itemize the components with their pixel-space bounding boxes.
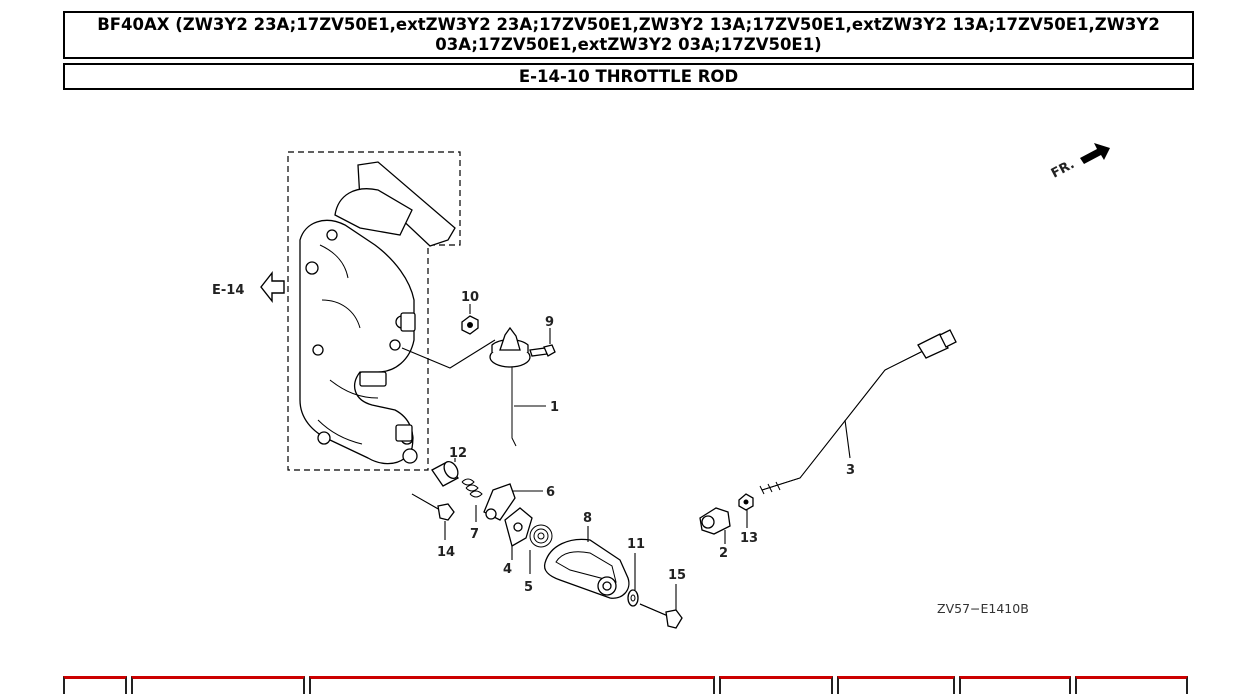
part-3-throttle-rod[interactable] [759,329,957,495]
intake-manifold[interactable] [299,161,456,465]
section-title: E-14-10 THROTTLE ROD [518,67,739,86]
section-reference-label: E-14 [212,283,244,298]
table-header-cell [719,676,833,694]
section-header: E-14-10 THROTTLE ROD [63,63,1194,90]
callout-1: 1 [550,400,559,415]
table-header-cell [309,676,715,694]
part-11-washer[interactable] [627,553,639,607]
part-8-throttle-lever[interactable] [543,526,630,599]
callout-14: 14 [437,545,455,560]
table-header-cell [131,676,305,694]
table-header-cell [959,676,1071,694]
parts-diagram: E-14 FR. 1 10 [212,143,1110,629]
part-15-bolt[interactable] [639,584,683,629]
callout-7: 7 [470,527,479,542]
parts-table-header [63,676,1196,694]
section-reference[interactable]: E-14 [212,270,285,304]
part-12-collar[interactable] [431,458,461,487]
part-13-nut[interactable] [738,493,754,528]
part-14-bolt[interactable] [411,493,455,540]
drawing-code: ZV57−E1410B [937,601,1029,616]
part-7-spring[interactable] [461,478,483,522]
part-5-return-spring[interactable] [529,524,553,574]
part-10-nut[interactable] [461,304,479,335]
callout-8: 8 [583,511,592,526]
arrow-left-icon [260,270,285,304]
callout-6: 6 [546,485,555,500]
table-header-cell [837,676,955,694]
callout-4: 4 [503,562,512,577]
callout-15: 15 [668,568,686,583]
callout-11: 11 [627,537,645,552]
callout-9: 9 [545,315,554,330]
callout-5: 5 [524,580,533,595]
part-1-link-line [401,339,496,369]
arrow-forward-icon [1080,143,1110,164]
part-4-link-plate[interactable] [504,507,533,560]
table-header-cell [1075,676,1188,694]
front-label: FR. [1049,157,1077,182]
table-header-cell [63,676,127,694]
callout-12: 12 [449,446,467,461]
engine-outline [287,151,461,471]
callout-10: 10 [461,290,479,305]
callout-3: 3 [846,463,855,478]
part-9-bolt[interactable] [529,328,556,357]
part-6-throttle-arm[interactable] [483,483,543,521]
front-indicator: FR. [1049,143,1110,182]
callout-13: 13 [740,531,758,546]
model-header: BF40AX (ZW3Y2 23A;17ZV50E1,extZW3Y2 23A;… [63,11,1194,59]
part-2-rod-joint[interactable] [699,507,731,544]
callout-2: 2 [719,546,728,561]
model-title: BF40AX (ZW3Y2 23A;17ZV50E1,extZW3Y2 23A;… [97,15,1160,54]
part-1-throttle-rod[interactable] [489,326,546,447]
